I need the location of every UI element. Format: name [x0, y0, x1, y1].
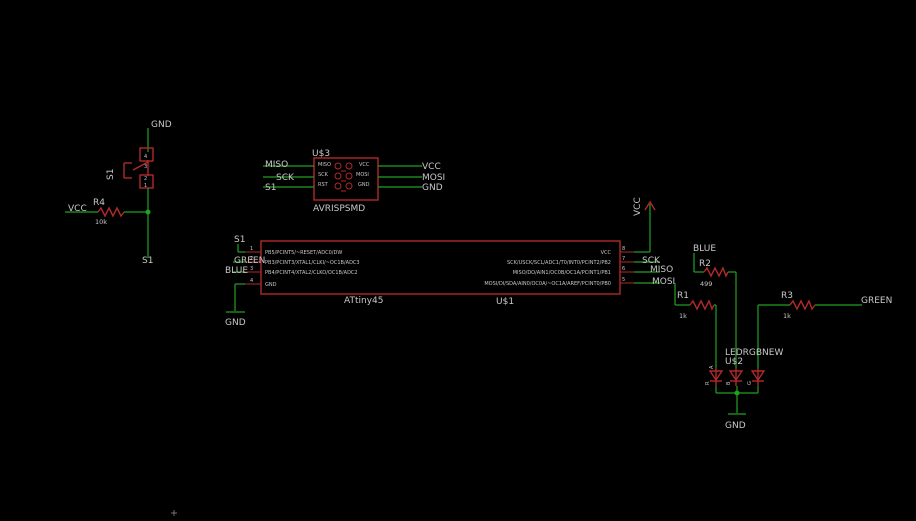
isp-net-s1: S1: [265, 183, 276, 193]
mcu-pin-label-7: SCK/USCK/SCL/ADC1/T0/INT0/PCINT2/PB2: [507, 260, 611, 266]
isp-pin-mosi: MOSI: [356, 172, 369, 178]
isp-net-mosi: MOSI: [422, 173, 445, 183]
resistor-r1[interactable]: R1 1k: [677, 291, 715, 320]
resistor-r2[interactable]: R2 499: [699, 259, 729, 288]
mcu-left-pins: [245, 251, 261, 285]
led-net-green: GREEN: [861, 296, 892, 306]
isp-net-vcc: VCC: [422, 162, 441, 172]
r3-value: 1k: [783, 312, 791, 320]
led-circuit: [674, 253, 862, 413]
led-diode-green: [750, 368, 766, 386]
mcu-pin-label-1: PB5/PCINT5/~RESET/ADC0/DW: [265, 250, 342, 256]
resistor-r4[interactable]: R4 10k: [93, 198, 125, 226]
isp-header-name: U$3: [312, 149, 330, 159]
isp-pin-rst: RST: [318, 182, 329, 188]
switch-s1-name: S1: [106, 169, 116, 180]
mcu-net-blue: BLUE: [225, 266, 248, 276]
isp-header-wires: [263, 165, 422, 188]
switch-s1-circuit: GND 4 3 2 1 S1 S1 VCC R4 10k: [65, 120, 172, 266]
mcu-body: [260, 240, 621, 295]
r4-name: R4: [93, 198, 105, 208]
mcu-pin-num-3: 3: [250, 266, 253, 272]
rgb-led-u2[interactable]: LEDRGBNEW U$2 R B G A: [705, 348, 783, 386]
isp-pin-gnd: GND: [358, 182, 370, 188]
mcu-pin-label-2: PB3/PCINT3/XTAL1/CLKI/~OC1B/ADC3: [265, 260, 360, 266]
mcu-pin-label-5: MOSI/DI/SDA/AIN0/OC0A/~OC1A/AREF/PCINT0/…: [484, 281, 611, 287]
r1-name: R1: [677, 291, 689, 301]
mcu-net-green: GREEN: [234, 256, 265, 266]
switch-s1-pin3: 3: [144, 164, 147, 170]
switch-s1-symbol[interactable]: 4 3 2 1 S1: [106, 147, 154, 189]
mcu-net-vcc: VCC: [633, 197, 643, 216]
switch-s1-pin2: 2: [144, 176, 147, 182]
mcu-net-miso: MISO: [650, 265, 673, 275]
mcu-net-s1: S1: [234, 235, 245, 245]
mcu-pin-num-7: 7: [622, 256, 625, 262]
switch-s1-body-bottom: [139, 174, 154, 189]
isp-header-pads: [334, 162, 353, 192]
isp-net-sck: SCK: [276, 173, 295, 183]
gnd-label-switch: GND: [151, 120, 172, 130]
r1-value: 1k: [679, 312, 687, 320]
mcu-net-mosi: MOSI: [652, 277, 675, 287]
s1-net-label: S1: [142, 256, 153, 266]
mcu-pin-label-3: PB4/PCINT4/XTAL2/CLKO/OC1B/ADC2: [265, 270, 358, 276]
led-net-gnd: GND: [725, 421, 746, 431]
mcu-pin-num-1: 1: [250, 246, 253, 252]
vcc-supply-symbol: [644, 200, 656, 211]
resistor-r3[interactable]: R3 1k: [781, 291, 816, 320]
r4-value: 10k: [95, 218, 107, 226]
junction-led-gnd: [734, 390, 740, 396]
mcu-pin-label-6: MISO/DO/AIN1/OC0B/OC1A/PCINT1/PB1: [513, 270, 611, 276]
mcu-name: U$1: [496, 297, 514, 307]
isp-net-gnd: GND: [422, 183, 443, 193]
mcu-value: ATtiny45: [344, 296, 383, 306]
r3-name: R3: [781, 291, 793, 301]
mcu-pin-num-2: 2: [250, 256, 253, 262]
led-pin-g: G: [747, 381, 753, 385]
led-net-blue: BLUE: [693, 244, 716, 254]
mcu-right-wires: [634, 204, 660, 284]
switch-s1-contact: [132, 161, 149, 171]
mcu-pin-label-4: GND: [265, 282, 277, 288]
mcu-pin-label-8: VCC: [601, 250, 612, 256]
isp-header-u3[interactable]: U$3 MISO SCK RST VCC MOSI GND AVRISPSMD: [312, 149, 379, 214]
led-pin-b: B: [726, 381, 732, 385]
switch-s1-pin4: 4: [144, 154, 147, 160]
origin-cross-marker: [171, 510, 177, 516]
mcu-attiny45[interactable]: 1 2 3 4 8 7 6 5 PB5/PCINT5/~RESET/ADC0/D…: [245, 240, 634, 307]
isp-pin-vcc: VCC: [359, 162, 370, 168]
mcu-pin-num-6: 6: [622, 266, 625, 272]
mcu-pin-num-5: 5: [622, 277, 625, 283]
isp-pin-sck: SCK: [318, 172, 329, 178]
mcu-right-pins: [620, 251, 634, 284]
switch-s1-pin1: 1: [144, 183, 147, 189]
r2-value: 499: [700, 280, 712, 288]
switch-s1-body-top: [139, 147, 154, 162]
led-diode-red: [708, 368, 724, 386]
mcu-left-wires: [233, 244, 245, 311]
vcc-label-r4: VCC: [68, 204, 87, 214]
led-pin-r: R: [705, 381, 711, 385]
mcu-pin-num-4: 4: [250, 278, 253, 284]
rgb-led-name: U$2: [725, 357, 743, 367]
isp-header-package: AVRISPSMD: [313, 204, 365, 214]
isp-net-miso: MISO: [265, 160, 288, 170]
isp-pin-miso: MISO: [318, 162, 331, 168]
led-diode-blue: [728, 368, 744, 386]
rgb-led-value: LEDRGBNEW: [725, 348, 783, 358]
r2-name: R2: [699, 259, 711, 269]
isp-header-body: [313, 157, 379, 201]
mcu-net-sck: SCK: [642, 256, 661, 266]
led-anode-mark: A: [709, 365, 715, 369]
mcu-net-gnd: GND: [225, 318, 246, 328]
mcu-pin-num-8: 8: [622, 246, 625, 252]
